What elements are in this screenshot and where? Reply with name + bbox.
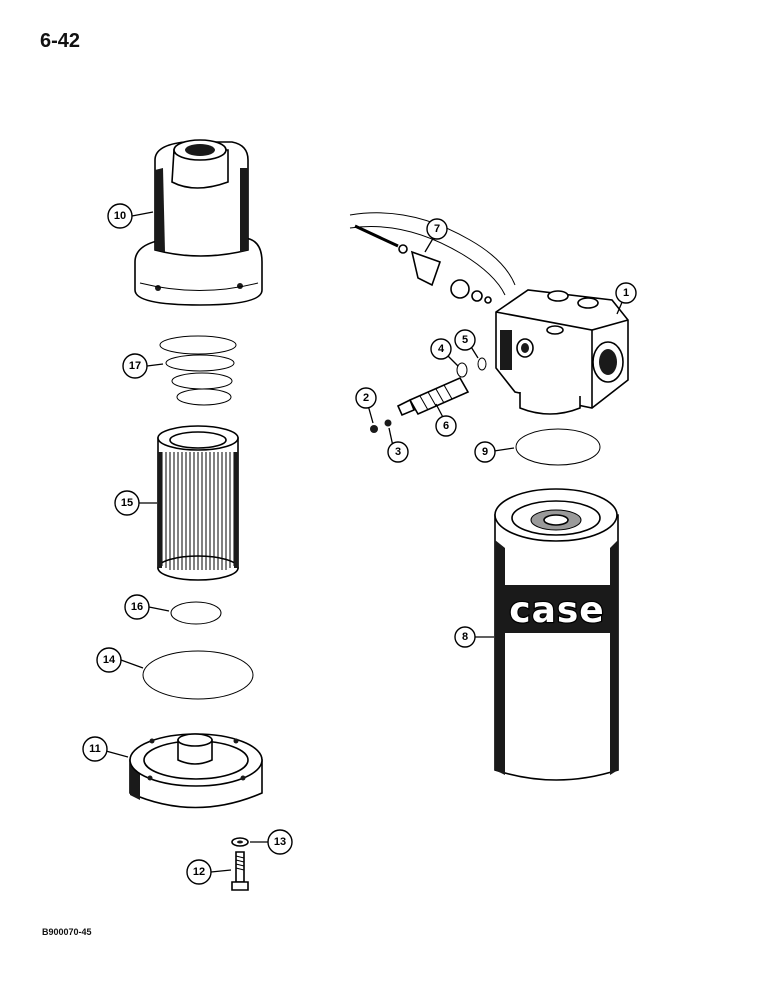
svg-text:11: 11 — [89, 743, 101, 755]
svg-text:15: 15 — [121, 497, 133, 509]
callout-15: 15 — [114, 490, 140, 516]
callout-14: 14 — [96, 647, 122, 673]
part-o-ring-5 — [477, 357, 487, 371]
part-spin-on-filter: case — [494, 488, 619, 781]
part-base — [129, 733, 263, 809]
svg-text:3: 3 — [395, 446, 401, 458]
callout-13: 13 — [267, 829, 293, 855]
filter-logo: case — [509, 590, 604, 631]
figure-id: B900070-45 — [42, 927, 92, 937]
part-large-o-ring — [142, 650, 254, 700]
callout-12: 12 — [186, 859, 212, 885]
page-number: 6-42 — [40, 30, 81, 52]
part-spring — [159, 335, 237, 406]
svg-text:2: 2 — [363, 392, 369, 404]
svg-text:17: 17 — [129, 360, 141, 372]
callout-1: 1 — [615, 282, 637, 304]
svg-text:13: 13 — [274, 836, 286, 848]
callout-7: 7 — [426, 218, 448, 240]
svg-text:4: 4 — [438, 343, 445, 355]
callout-17: 17 — [122, 353, 148, 379]
part-relief-valve — [349, 212, 516, 304]
svg-text:9: 9 — [482, 446, 488, 458]
callout-3: 3 — [387, 441, 409, 463]
part-filter-element — [157, 425, 239, 581]
callout-10: 10 — [107, 203, 133, 229]
callout-5: 5 — [454, 329, 476, 351]
svg-text:1: 1 — [623, 287, 629, 299]
svg-text:7: 7 — [434, 223, 440, 235]
callout-16: 16 — [124, 594, 150, 620]
callout-6: 6 — [435, 415, 457, 437]
part-bolt — [231, 851, 249, 891]
svg-text:14: 14 — [103, 654, 116, 666]
callout-11: 11 — [82, 736, 108, 762]
svg-text:16: 16 — [131, 601, 143, 613]
callout-4: 4 — [430, 338, 452, 360]
callout-8: 8 — [454, 626, 476, 648]
svg-text:10: 10 — [114, 210, 126, 222]
part-filter-head — [495, 289, 629, 415]
svg-text:8: 8 — [462, 631, 468, 643]
callout-9: 9 — [474, 441, 496, 463]
part-filter-housing — [134, 139, 263, 306]
part-washer — [231, 837, 249, 847]
part-seal-3 — [384, 419, 392, 427]
part-o-ring-4 — [456, 362, 468, 378]
part-head-o-ring — [515, 428, 601, 466]
part-seal-2 — [370, 425, 378, 433]
svg-text:6: 6 — [443, 420, 449, 432]
callout-2: 2 — [355, 387, 377, 409]
svg-text:5: 5 — [462, 334, 468, 346]
part-sensor — [396, 376, 470, 417]
svg-text:12: 12 — [193, 866, 205, 878]
part-small-o-ring — [170, 601, 222, 625]
